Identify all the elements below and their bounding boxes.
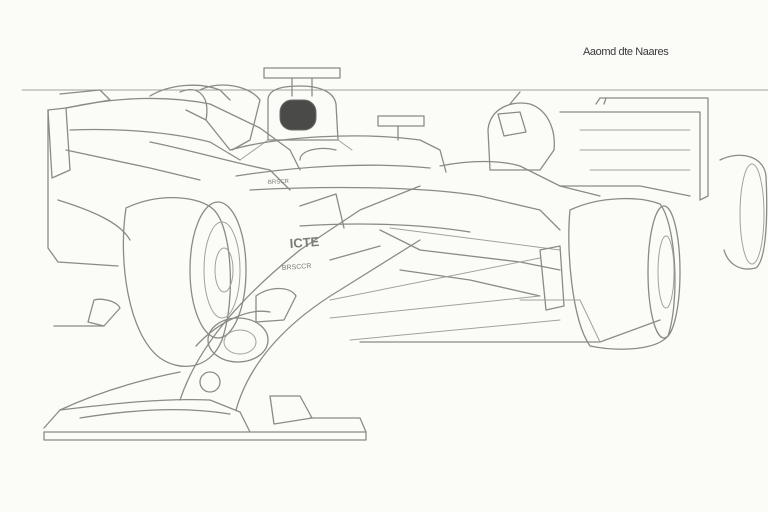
rear-wing bbox=[599, 97, 709, 201]
nose-livery-text: BRSCCR bbox=[282, 263, 312, 272]
helmet-visor bbox=[279, 99, 317, 131]
rear-right-tyre bbox=[568, 197, 676, 350]
caption-text: Aaomd dte Naares bbox=[583, 46, 669, 58]
background-car bbox=[47, 67, 353, 267]
hood-livery-text: BRSCR bbox=[268, 179, 290, 186]
main-car bbox=[43, 84, 768, 441]
front-left-tyre bbox=[122, 197, 232, 368]
sidepod-livery-text: ICTE bbox=[289, 234, 320, 251]
